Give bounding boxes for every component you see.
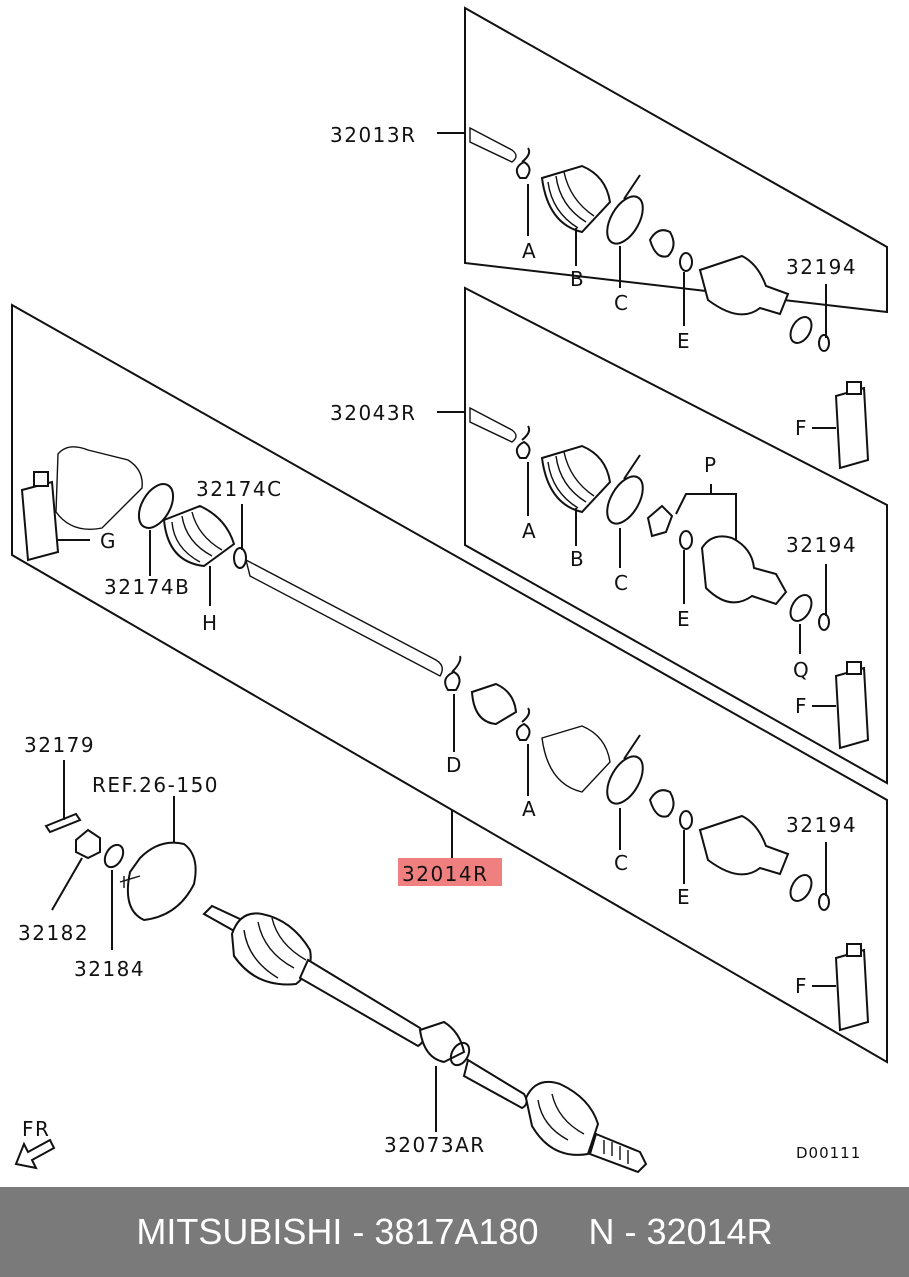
footer-bar: MITSUBISHI - 3817A180 N - 32014R [0,1187,909,1277]
highlight-32014r-box [398,858,502,886]
middle-panel-parts [437,381,870,654]
grease-f-upper [812,661,870,750]
letter-b-upper: B [570,267,585,291]
front-marker-label: FR [22,1117,50,1141]
front-arrow-icon [14,1138,56,1170]
label-32182: 32182 [18,921,89,945]
letter-e-middle: E [677,607,691,631]
letter-e-upper: E [677,329,691,353]
letter-c-middle: C [614,571,629,595]
letter-e-main: E [677,885,691,909]
letter-h: H [202,611,219,635]
label-32174b: 32174B [104,575,190,599]
label-32174c: 32174C [196,477,283,501]
main-panel-parts [20,446,870,1032]
letter-a-middle: A [522,519,537,543]
letter-b-middle: B [570,547,585,571]
middle-panel [464,286,888,785]
label-32013r: 32013R [330,123,417,147]
letter-c-main: C [614,851,629,875]
letter-d: D [446,753,463,777]
label-32184: 32184 [74,957,145,981]
letter-q: Q [793,658,810,682]
label-32073ar: 32073AR [384,1133,486,1157]
label-32014r[interactable]: 32014R [402,862,489,886]
main-panel [11,303,888,1064]
label-32194-main: 32194 [786,813,857,837]
label-ref-26-150: REF.26-150 [92,773,219,797]
footer-part-caption: MITSUBISHI - 3817A180 N - 32014R [136,1211,773,1252]
letter-a-main: A [522,797,537,821]
upper-panel-parts [437,126,830,352]
letter-g: G [100,529,117,553]
label-32194-upper: 32194 [786,255,857,279]
hub-parts [44,760,197,950]
upper-panel [464,6,888,314]
letter-f-upper: F [795,694,808,718]
letter-f-middle: F [795,416,808,440]
label-32194-middle: 32194 [786,533,857,557]
letter-c-upper: C [614,291,629,315]
label-32043r: 32043R [330,401,417,425]
diagram-id: D00111 [796,1144,861,1162]
label-32179: 32179 [24,733,95,757]
letter-p: P [704,453,718,477]
parts-diagram: 32013R A B C E 32194 32043R A B C E P Q … [11,6,888,1174]
bottom-driveshaft [202,904,648,1174]
letter-a-upper: A [522,239,537,263]
letter-f-main: F [795,974,808,998]
